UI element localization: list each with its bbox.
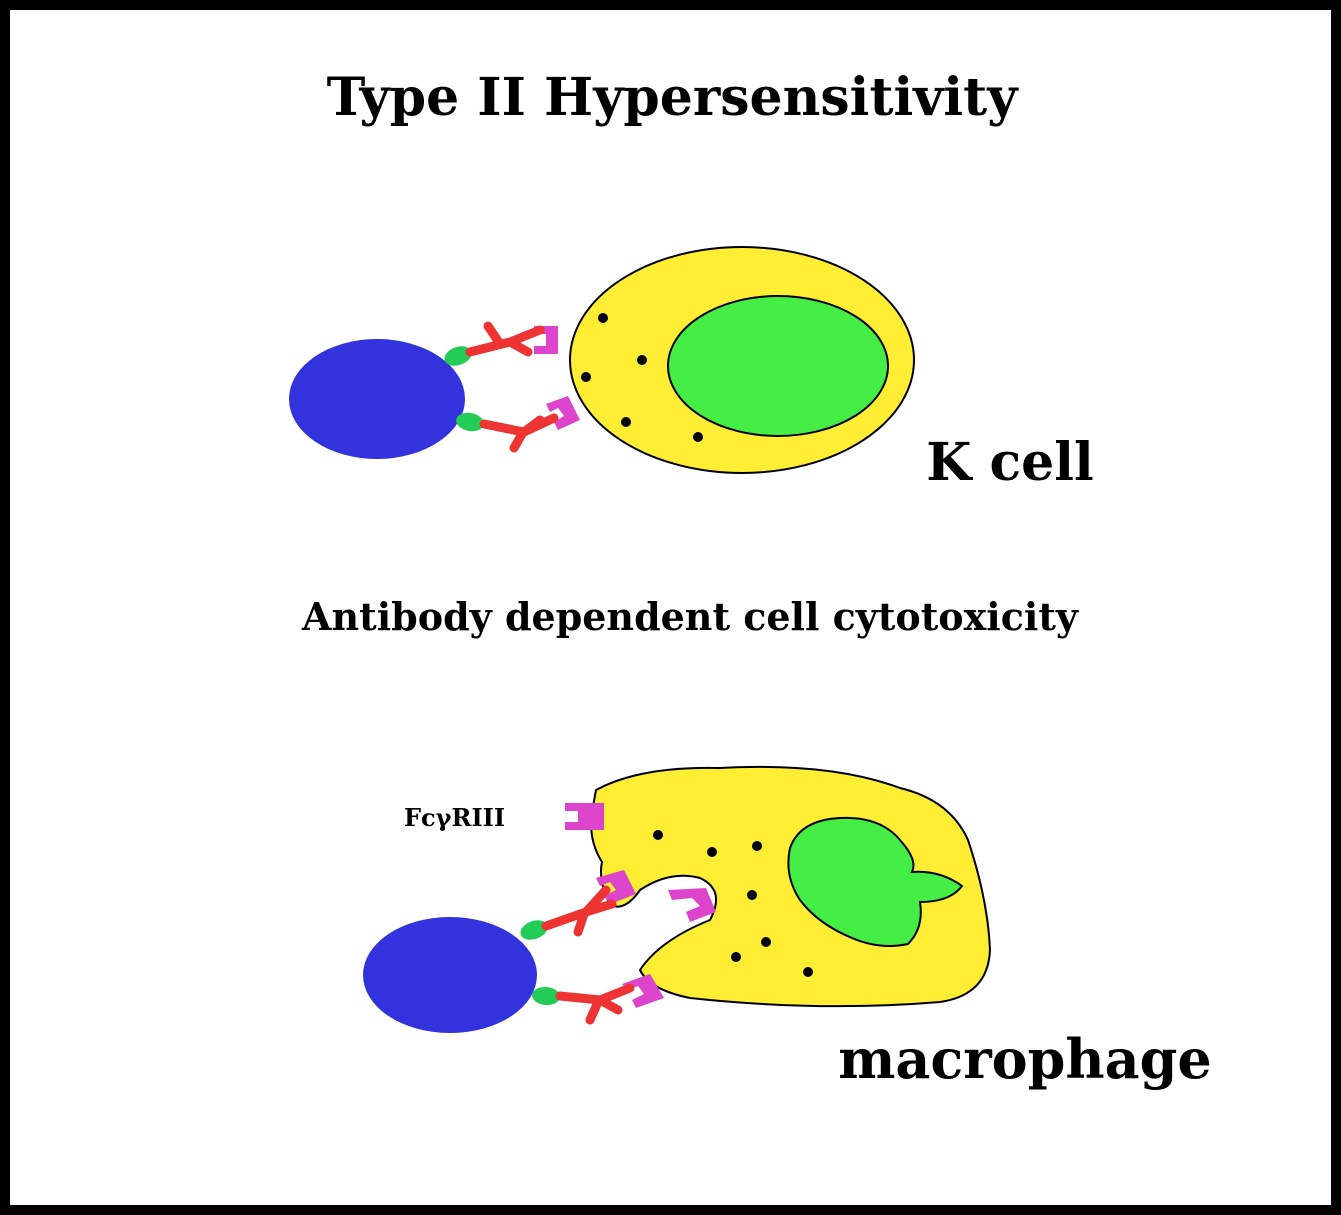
fc-receptor-labeled (565, 803, 604, 830)
antibody-bottom-2 (555, 983, 635, 1025)
antigen-bottom-1 (520, 920, 548, 940)
antigen-top-1 (444, 346, 472, 366)
antibody-top-2 (479, 413, 559, 453)
fc-receptor-label: FcγRIII (404, 803, 505, 832)
k-cell-nucleus (667, 295, 889, 437)
macrophage-label: macrophage (838, 1027, 1212, 1091)
target-cell-bottom (363, 917, 537, 1033)
fc-receptor-bottom-2 (668, 888, 716, 922)
macrophage-nucleus (787, 816, 964, 947)
macrophage-panel (363, 765, 992, 1033)
antibody-top-1 (465, 321, 545, 357)
macrophage-granules (653, 830, 813, 977)
k-cell-label: K cell (926, 432, 1094, 493)
fc-receptor-bottom-3 (622, 974, 664, 1008)
target-cell-top (289, 339, 465, 459)
k-cell-granules (581, 313, 703, 442)
k-cell-panel (289, 246, 915, 474)
antigen-top-2 (456, 412, 484, 432)
antigen-bottom-2 (532, 986, 560, 1006)
diagram-title: Type II Hypersensitivity (327, 67, 1020, 128)
antibody-bottom-1 (541, 885, 617, 937)
subtitle: Antibody dependent cell cytotoxicity (301, 594, 1079, 639)
fc-receptor-top-2 (546, 396, 580, 430)
